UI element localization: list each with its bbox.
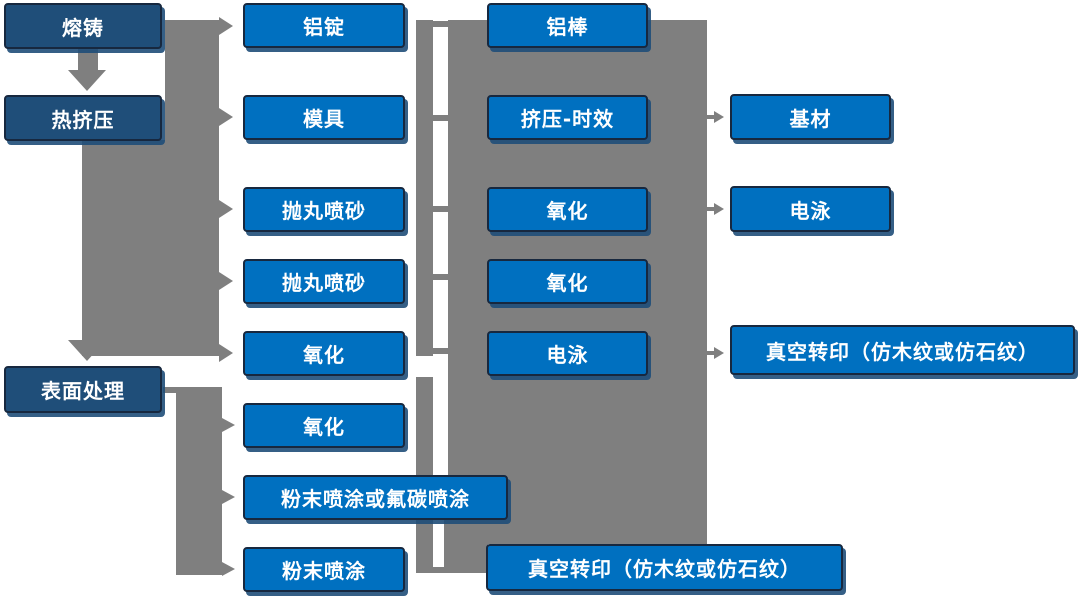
arrowhead-to-mold (219, 108, 233, 126)
connector-bottom-link (433, 567, 445, 573)
node-aluminum-ingot: 铝锭 (243, 3, 405, 48)
node-powder-coating: 粉末喷涂 (243, 547, 405, 592)
connector-surface-treatment-link (163, 387, 177, 393)
arrowhead-to-surface-treatment (68, 340, 106, 361)
node-oxidation-a: 氧化 (243, 331, 405, 376)
connector-to-electrophoresis-shaft (707, 207, 715, 211)
node-electrophoresis-a: 电泳 (487, 331, 648, 376)
connector-stub-row4 (433, 274, 448, 280)
arrowhead-to-base-material (714, 111, 724, 123)
arrowhead-to-oxidation-b (222, 418, 235, 432)
connector-extrusion-block (82, 140, 219, 356)
node-powder-or-fluorocarbon: 粉末喷涂或氟碳喷涂 (243, 475, 508, 520)
arrowhead-to-electrophoresis (714, 203, 724, 215)
arrowhead-to-oxidation-a (219, 344, 233, 362)
arrowhead-to-shot-blasting-2 (219, 272, 233, 290)
arrowhead-to-powder-coating (222, 562, 235, 576)
connector-stub-row5 (433, 348, 448, 354)
connector-to-base-material-shaft (707, 115, 715, 119)
connector-surface-band (176, 387, 222, 575)
node-electrophoresis-b: 电泳 (730, 186, 891, 232)
node-extrusion-aging: 挤压-时效 (487, 95, 648, 140)
connector-to-vacuum-transfer-shaft (707, 351, 715, 355)
connector-stub-row1 (433, 21, 448, 27)
connector-mid-band-upper (416, 20, 433, 356)
connector-stub-row2 (433, 115, 448, 121)
node-mold: 模具 (243, 95, 405, 140)
node-shot-blasting-2: 抛丸喷砂 (243, 259, 405, 304)
arrowhead-to-shot-blasting-1 (219, 200, 233, 218)
connector-melting-down-shaft (78, 47, 98, 71)
arrowhead-melting-to-hot-extrusion (68, 70, 106, 91)
node-melting: 熔铸 (4, 3, 162, 49)
node-hot-extrusion: 热挤压 (4, 95, 162, 141)
arrowhead-to-powder-fluorocarbon (222, 490, 235, 504)
arrowhead-to-aluminum-ingot (219, 17, 233, 35)
connector-stub-row3 (433, 206, 448, 212)
node-vacuum-transfer-a: 真空转印（仿木纹或仿石纹） (486, 544, 843, 591)
node-base-material: 基材 (730, 94, 891, 140)
node-shot-blasting-1: 抛丸喷砂 (243, 187, 405, 232)
node-surface-treatment: 表面处理 (4, 366, 162, 413)
node-aluminum-rod: 铝棒 (487, 3, 648, 48)
node-oxidation-b: 氧化 (243, 403, 405, 448)
node-oxidation-d: 氧化 (487, 259, 648, 304)
node-oxidation-c: 氧化 (487, 187, 648, 232)
node-vacuum-transfer-b: 真空转印（仿木纹或仿石纹） (730, 325, 1075, 375)
arrowhead-to-vacuum-transfer (714, 347, 724, 359)
